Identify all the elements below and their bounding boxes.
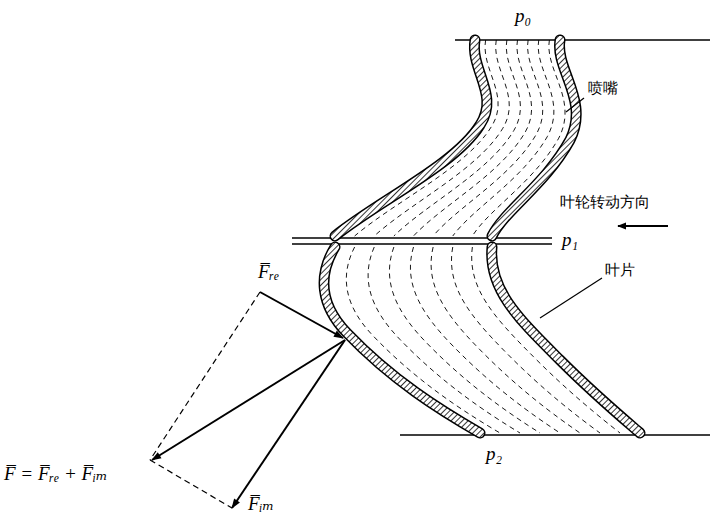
force-vectors	[150, 292, 345, 508]
leader-line	[540, 278, 602, 318]
force-equation: F̅ = F̅ᵣₑ + F̅ᵢₘ	[4, 464, 108, 485]
parallelogram-side	[150, 460, 232, 508]
force-label: F̅ᵣₑ	[258, 262, 279, 283]
force-arrow	[152, 340, 345, 460]
pressure-lines	[292, 40, 710, 435]
force-arrow	[260, 292, 343, 338]
wall-outline	[492, 247, 640, 433]
leader-line	[566, 98, 584, 112]
leaders	[540, 98, 668, 318]
force-arrow	[232, 340, 345, 508]
wall-outline	[324, 247, 480, 433]
part-name: 叶片	[605, 262, 635, 279]
wall-hatching	[335, 40, 487, 236]
pressure-label: p₁	[562, 230, 578, 251]
wall-outline	[335, 40, 487, 236]
streamline	[431, 247, 580, 433]
streamline	[346, 247, 500, 433]
parallelogram-side	[150, 292, 260, 460]
streamline	[389, 247, 540, 433]
rotation-arrow	[618, 225, 668, 227]
walls	[324, 40, 640, 433]
pressure-line	[455, 39, 710, 41]
streamline	[433, 40, 543, 236]
streamline	[394, 40, 521, 236]
wall-hatching	[492, 247, 640, 433]
part-name: 喷嘴	[588, 80, 618, 97]
pressure-line	[400, 434, 710, 436]
force-label: F̅ᵢₘ	[248, 494, 274, 515]
direction-label: 叶轮转动方向	[560, 194, 650, 211]
wall-hatching	[324, 247, 480, 433]
pressure-label: p₂	[486, 444, 502, 465]
streamline	[374, 40, 509, 236]
pressure-label: p₀	[515, 6, 531, 27]
